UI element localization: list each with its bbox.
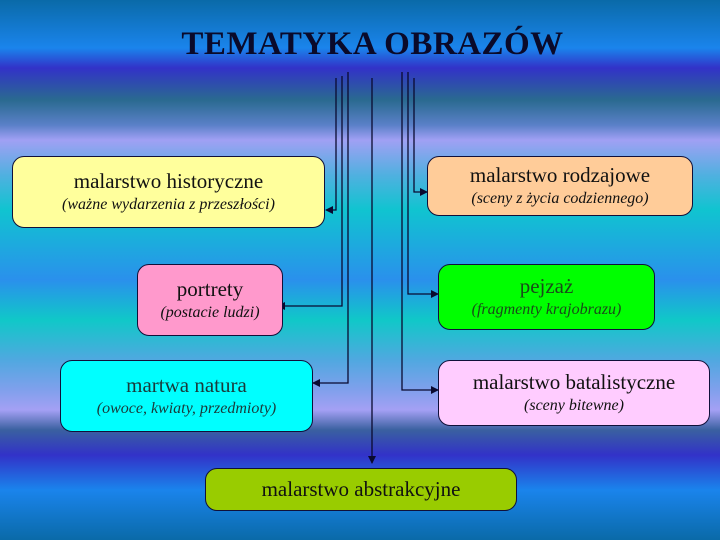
- node-description: (owoce, kwiaty, przedmioty): [96, 399, 277, 417]
- connector-batalistyczne: [401, 72, 439, 394]
- node-description: (ważne wydarzenia z przeszłości): [62, 195, 275, 213]
- node-description: (postacie ludzi): [160, 303, 260, 321]
- node-description: (sceny z życia codziennego): [471, 189, 649, 207]
- node-label: portrety: [176, 276, 244, 301]
- node-description: (fragmenty krajobrazu): [471, 300, 622, 318]
- node-label: malarstwo abstrakcyjne: [261, 477, 461, 501]
- node-malarstwo-rodzajowe: malarstwo rodzajowe (sceny z życia codzi…: [427, 156, 693, 216]
- node-malarstwo-historyczne: malarstwo historyczne (ważne wydarzenia …: [12, 156, 325, 228]
- node-label: malarstwo historyczne: [73, 168, 264, 193]
- node-malarstwo-batalistyczne: malarstwo batalistyczne (sceny bitewne): [438, 360, 710, 426]
- node-label: malarstwo rodzajowe: [469, 162, 651, 187]
- diagram-title: TEMATYKA OBRAZÓW: [181, 26, 564, 62]
- connector-portrety: [277, 76, 343, 310]
- connector-rodzajowe: [413, 78, 428, 196]
- connector-historyczne: [325, 78, 337, 214]
- node-description: (sceny bitewne): [524, 396, 624, 414]
- node-label: pejzaż: [519, 273, 574, 298]
- node-pejzaz: pejzaż (fragmenty krajobrazu): [438, 264, 655, 330]
- node-label: martwa natura: [126, 372, 247, 397]
- connector-martwa-natura: [312, 72, 349, 387]
- node-malarstwo-abstrakcyjne: malarstwo abstrakcyjne: [205, 468, 517, 511]
- connector-pejzaz: [407, 72, 439, 298]
- node-label: malarstwo batalistyczne: [472, 369, 676, 394]
- node-martwa-natura: martwa natura (owoce, kwiaty, przedmioty…: [60, 360, 313, 432]
- node-portrety: portrety (postacie ludzi): [137, 264, 283, 336]
